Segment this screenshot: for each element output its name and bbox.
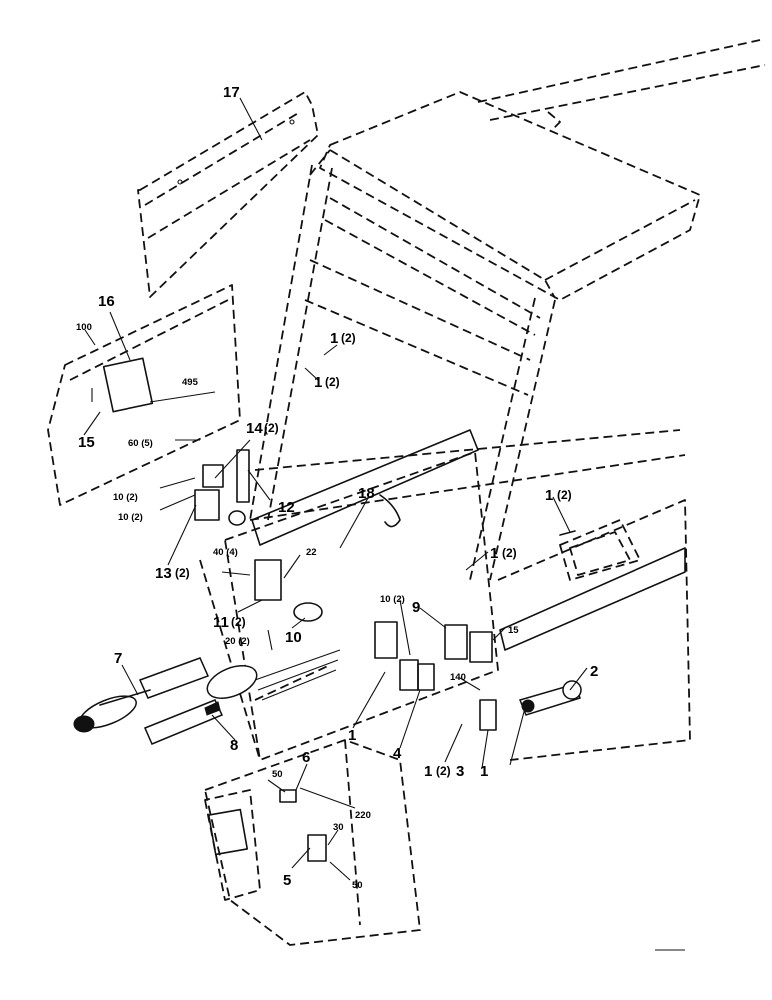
callout-16: 16 bbox=[98, 293, 115, 310]
decal-3 bbox=[479, 699, 497, 731]
callout-14: 14 bbox=[246, 420, 263, 437]
callout-9: 9 bbox=[412, 599, 420, 616]
callout-10-a: 10 (2) bbox=[113, 492, 138, 503]
callout-60: 60 (5) bbox=[128, 438, 153, 449]
decal-15b bbox=[469, 631, 493, 663]
callout-20: 20 (2) bbox=[225, 636, 250, 647]
callout-3: 3 bbox=[456, 763, 464, 780]
callout-1-f-qty: (2) bbox=[436, 764, 451, 778]
callout-140: 140 bbox=[450, 672, 466, 683]
callout-10-b: 10 (2) bbox=[118, 512, 143, 523]
callout-40: 40 (4) bbox=[213, 547, 238, 558]
callout-11-qty: (2) bbox=[231, 615, 246, 629]
pto-shaft-7 bbox=[73, 657, 210, 733]
callout-22: 22 bbox=[306, 547, 317, 558]
decal-14 bbox=[202, 464, 224, 488]
lower-body bbox=[204, 739, 421, 946]
callout-1-c: 1 bbox=[545, 487, 553, 504]
decals bbox=[194, 449, 576, 731]
callout-1-e: 1 bbox=[348, 727, 356, 744]
callout-6: 6 bbox=[302, 749, 310, 766]
callout-2: 2 bbox=[590, 663, 598, 680]
callout-14-qty: (2) bbox=[264, 421, 279, 435]
callout-100: 100 bbox=[76, 322, 92, 333]
callout-220: 220 bbox=[355, 810, 371, 821]
callout-1-g: 1 bbox=[480, 763, 488, 780]
callout-50-b: 50 bbox=[352, 880, 363, 891]
callout-labels: 17 16 100 495 15 14 (2) 60 (5) 10 (2) 10… bbox=[76, 84, 598, 891]
decal-9 bbox=[444, 624, 468, 660]
decal-12 bbox=[236, 449, 250, 503]
callout-18: 18 bbox=[358, 485, 375, 502]
callout-1-c-qty: (2) bbox=[557, 488, 572, 502]
callout-1-d: 1 bbox=[490, 545, 498, 562]
callout-10: 10 bbox=[285, 629, 302, 646]
callout-17: 17 bbox=[223, 84, 240, 101]
callout-15: 15 bbox=[78, 434, 95, 451]
callout-13-qty: (2) bbox=[175, 566, 190, 580]
callout-1-a-qty: (2) bbox=[341, 331, 356, 345]
callout-11: 11 bbox=[213, 614, 229, 631]
decal-13 bbox=[194, 489, 220, 521]
callout-4: 4 bbox=[393, 745, 402, 762]
decal-11 bbox=[254, 559, 282, 601]
callout-1-a: 1 bbox=[330, 330, 338, 347]
cab-frame bbox=[199, 39, 766, 761]
cylinder-2 bbox=[518, 680, 582, 716]
callout-15-b: 15 bbox=[508, 625, 519, 636]
callout-1-f: 1 bbox=[424, 763, 432, 780]
callout-1-d-qty: (2) bbox=[502, 546, 517, 560]
callout-495: 495 bbox=[182, 377, 199, 388]
decal-4 bbox=[399, 659, 419, 691]
callout-10-c: 10 (2) bbox=[380, 594, 405, 605]
callout-50-a: 50 bbox=[272, 769, 283, 780]
callout-12: 12 bbox=[278, 499, 295, 516]
callout-7: 7 bbox=[114, 650, 122, 667]
callout-1-b-qty: (2) bbox=[325, 375, 340, 389]
pto-shaft-8 bbox=[144, 665, 258, 745]
panel-17 bbox=[137, 91, 319, 298]
panel-16 bbox=[47, 284, 241, 506]
callout-5: 5 bbox=[283, 872, 291, 889]
callout-30: 30 bbox=[333, 822, 344, 833]
callout-1-b: 1 bbox=[314, 374, 322, 391]
leader-lines bbox=[83, 97, 685, 951]
callout-8: 8 bbox=[230, 737, 238, 754]
callout-13: 13 bbox=[155, 565, 172, 582]
